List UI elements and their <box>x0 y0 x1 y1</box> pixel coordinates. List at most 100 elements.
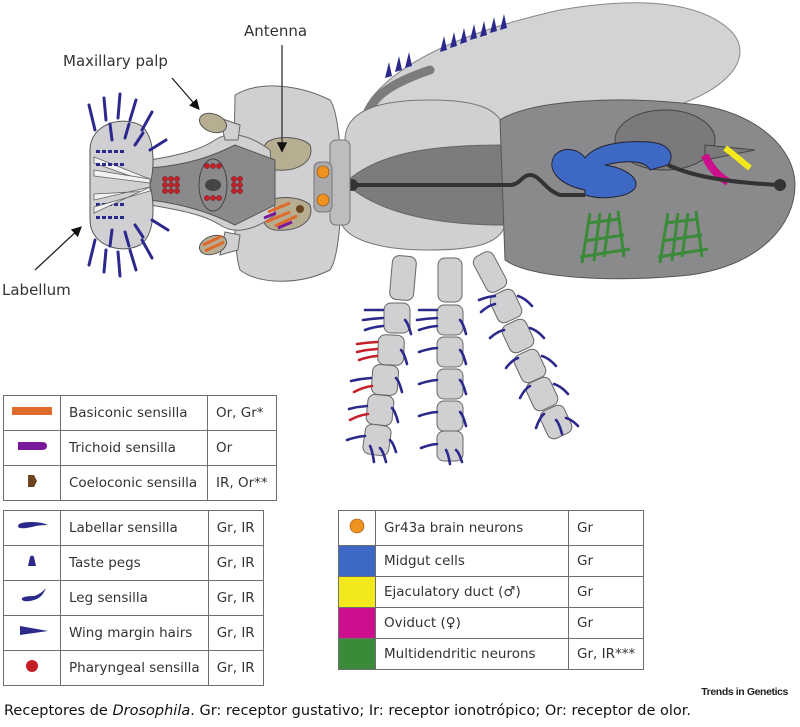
leg-sensillum <box>458 410 468 428</box>
caption-suffix: . Gr: receptor gustativo; Ir: receptor i… <box>190 703 692 719</box>
legend-name: Gr43a brain neurons <box>375 510 569 546</box>
labellar-hair <box>102 248 108 274</box>
labellar-hair <box>102 96 108 122</box>
leg-sensillum <box>355 340 379 346</box>
pharyngeal-sensillum <box>210 163 216 169</box>
leg-segment <box>383 302 411 334</box>
leg-segment <box>472 251 508 293</box>
leg-sensillum <box>399 348 409 366</box>
taste-peg-icon <box>3 545 61 581</box>
legend-row: Oviduct (♀)Gr <box>338 607 645 639</box>
pharyngeal-sensillum <box>216 195 222 201</box>
taste-peg <box>108 163 112 166</box>
dendrite <box>580 212 592 264</box>
legend-name: Midgut cells <box>375 545 569 577</box>
leg-sensillum <box>415 316 439 322</box>
leg-sensillum <box>454 448 464 464</box>
pseudotrachea <box>93 186 151 214</box>
legend-receptors: Or <box>207 430 277 466</box>
legend-receptors: Gr, IR*** <box>567 638 645 670</box>
labellar-sensilla <box>87 92 170 278</box>
pharyngeal-sensillum <box>174 188 180 194</box>
legs <box>345 251 580 466</box>
antennal-sensilla <box>263 201 304 230</box>
legend-name: Multidendritic neurons <box>375 638 569 670</box>
wing-hair <box>490 17 497 33</box>
labellar-hair <box>133 223 145 239</box>
leg-sensillum <box>417 324 439 332</box>
legend-name: Ejaculatory duct (♂) <box>375 576 569 608</box>
leg-sensillum <box>458 318 468 336</box>
journal-credit: Trends in Genetics <box>701 686 788 698</box>
leg-sensillum <box>347 404 369 411</box>
legend-receptors: Gr, IR <box>207 615 264 651</box>
taste-peg <box>108 216 112 219</box>
wing-hair-icon <box>3 615 61 651</box>
caption-species: Drosophila <box>112 703 191 719</box>
taste-peg <box>120 216 124 219</box>
taste-peg <box>114 150 118 153</box>
midgut <box>551 141 672 199</box>
wing-margin-hairs <box>385 14 507 78</box>
pharyngeal-sensillum <box>237 182 243 188</box>
dendrite <box>583 233 625 243</box>
dendrite <box>665 217 699 225</box>
labellar-hair <box>123 230 131 248</box>
pharyngeal-sensillum <box>162 188 168 194</box>
multidendritic-swatch-icon <box>338 638 376 670</box>
leg-segment <box>489 288 523 324</box>
labellar-hair <box>87 103 97 132</box>
pharyngeal-sensillum <box>168 182 174 188</box>
leg-sensillum <box>554 418 564 436</box>
legend-name: Leg sensilla <box>60 580 209 616</box>
taste-peg <box>102 216 106 219</box>
labellar-hair <box>140 110 154 132</box>
gr43a-dot-icon <box>338 510 376 546</box>
pharyngeal-sensillum <box>237 188 243 194</box>
leg-sensillum <box>534 412 546 430</box>
legend-name: Coeloconic sensilla <box>60 465 208 501</box>
pharyngeal-sensillum <box>168 188 174 194</box>
pharyngeal-sensillum <box>231 182 237 188</box>
leg-sensillum <box>368 444 376 464</box>
legend-receptors: Gr, IR <box>207 650 264 686</box>
leg-sensillum <box>419 442 439 450</box>
labellar-hair <box>108 122 114 142</box>
taste-peg <box>120 150 124 153</box>
proboscis <box>149 134 276 231</box>
labellar-hair <box>108 228 114 248</box>
gut-tube <box>270 163 781 197</box>
pharyngeal-sensillum <box>162 182 168 188</box>
leg-segment <box>436 336 464 368</box>
legend-name: Taste pegs <box>60 545 209 581</box>
leg-sensillum <box>388 438 398 454</box>
labellar-hair <box>87 238 97 267</box>
taste-peg <box>96 216 100 219</box>
leg-sensillum <box>417 410 439 418</box>
pharyngeal-sensillum <box>231 176 237 182</box>
dendrite <box>579 247 631 259</box>
coeloconic-peg-icon <box>3 465 61 501</box>
legend-name: Trichoid sensilla <box>60 430 208 466</box>
leg-sensillum <box>361 316 385 322</box>
leg-sensillum <box>477 294 497 302</box>
legend-row: Ejaculatory duct (♂)Gr <box>338 576 645 608</box>
labellar-hair-icon <box>3 510 61 546</box>
leg-sensillum <box>518 384 532 400</box>
ejaculatory-swatch-icon <box>338 576 376 608</box>
labellum-pointer <box>34 226 82 271</box>
gut-end <box>774 179 786 191</box>
figure-caption: Receptores de Drosophila. Gr: receptor g… <box>4 703 691 719</box>
head <box>233 85 351 282</box>
basiconic-bar-icon <box>3 395 61 431</box>
taste-peg <box>96 203 100 206</box>
wing-hair <box>395 56 402 72</box>
maxillary-palp-top <box>198 112 241 141</box>
thorax <box>339 99 506 251</box>
labellum-label: Labellum <box>2 281 71 299</box>
taste-pegs <box>93 150 151 219</box>
